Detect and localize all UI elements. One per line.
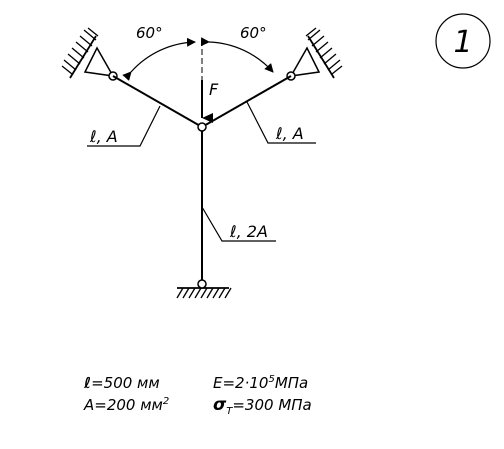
right-member-label: ℓ, A [275, 124, 304, 143]
left-member-label: ℓ, A [89, 127, 118, 146]
right-bar [201, 75, 292, 128]
force-label: F [209, 80, 219, 99]
problem-number: 1 [453, 25, 472, 60]
left-angle-arc [122, 37, 196, 81]
right-support [289, 27, 343, 79]
problem-number-circle [435, 13, 491, 69]
left-angle-label: 60° [136, 24, 163, 42]
vertical-leader [201, 206, 276, 242]
right-angle-arc [200, 37, 274, 73]
left-leader [87, 105, 161, 147]
param-modulus: E=2·105МПа [213, 374, 308, 392]
param-length: ℓ=500 мм [83, 374, 160, 392]
bottom-support [176, 287, 232, 299]
central-joint [197, 122, 207, 132]
left-support [61, 27, 115, 79]
right-leader [246, 101, 316, 144]
left-bar [112, 75, 203, 128]
param-area: A=200 мм2 [83, 396, 169, 414]
right-angle-label: 60° [240, 24, 267, 42]
param-yield: σT=300 МПа [213, 395, 312, 417]
vertical-member-label: ℓ, 2A [229, 222, 268, 241]
bottom-support-pin [197, 279, 207, 289]
